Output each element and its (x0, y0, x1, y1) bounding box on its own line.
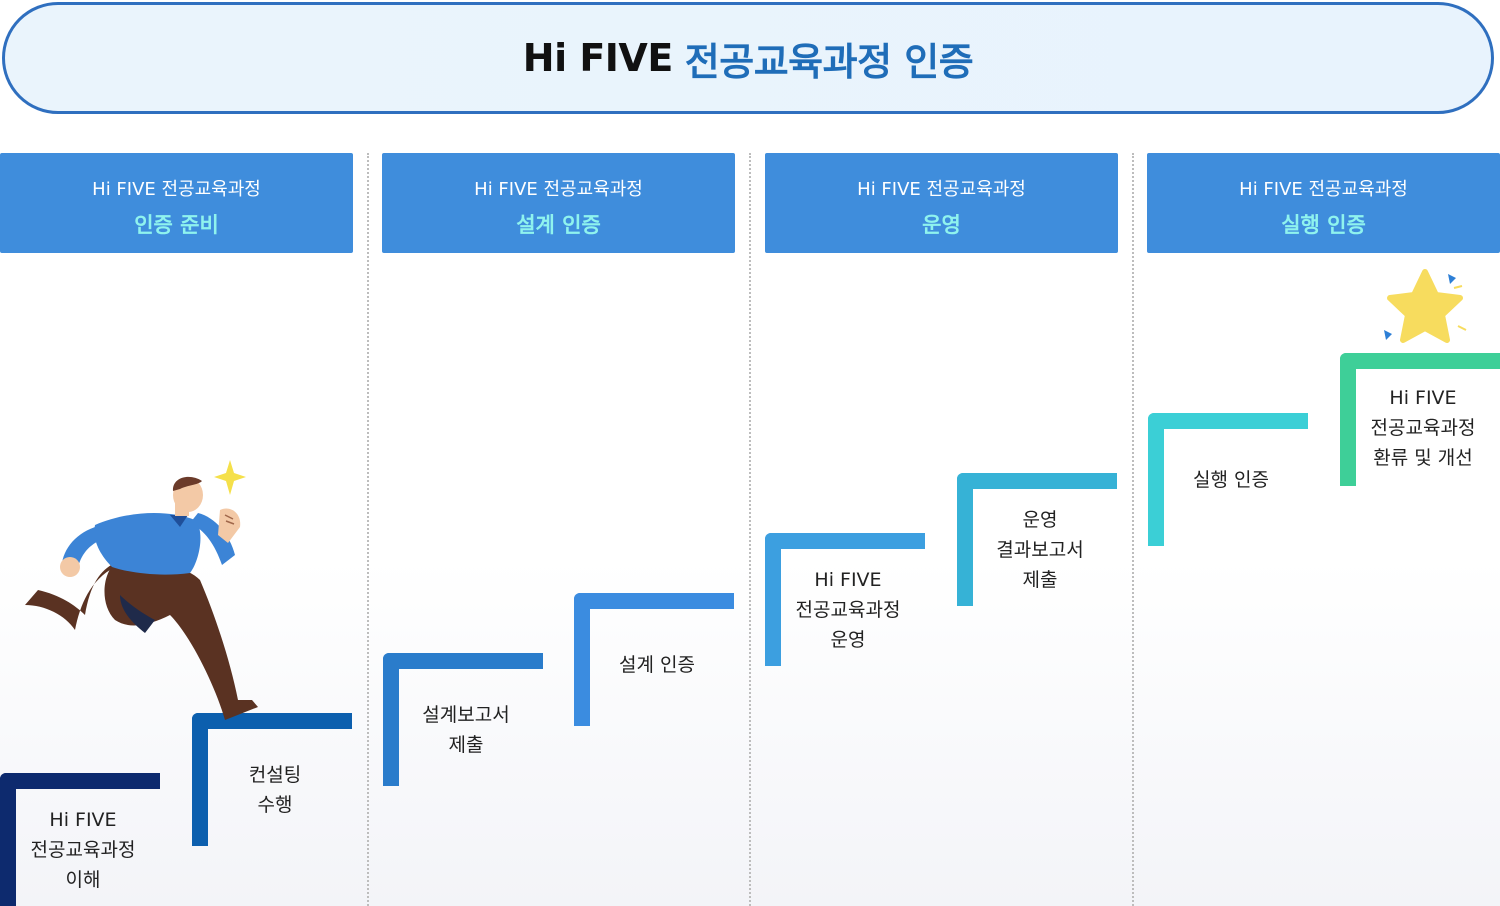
title-prefix: Hi FIVE (522, 36, 674, 80)
stage-title: 설계 인증 (516, 213, 601, 237)
page-title: Hi FIVE 전공교육과정 인증 (2, 2, 1494, 114)
step-bracket (957, 473, 1117, 606)
column-divider (1132, 153, 1134, 906)
step-label: 실행 인증 (1193, 469, 1269, 491)
runner-illustration (25, 460, 259, 720)
step-bracket (765, 533, 925, 666)
stage-box-design: Hi FIVE 전공교육과정 설계 인증 (382, 153, 735, 253)
step-bracket (1148, 413, 1308, 546)
step-bracket (574, 593, 734, 726)
stage-subtitle: Hi FIVE 전공교육과정 (92, 179, 261, 200)
stage-subtitle: Hi FIVE 전공교육과정 (1239, 179, 1408, 200)
step-label: 설계 인증 (619, 654, 695, 676)
step-bracket (0, 773, 160, 906)
stage-title: 인증 준비 (134, 213, 219, 237)
star-icon (1384, 269, 1467, 343)
stage-title: 운영 (922, 213, 961, 237)
step-bracket (1340, 353, 1500, 486)
title-main: 전공교육과정 인증 (684, 39, 974, 84)
stage-box-operate: Hi FIVE 전공교육과정 운영 (765, 153, 1118, 253)
stage-subtitle: Hi FIVE 전공교육과정 (857, 179, 1026, 200)
column-divider (749, 153, 751, 906)
stage-box-execute: Hi FIVE 전공교육과정 실행 인증 (1147, 153, 1500, 253)
stage-subtitle: Hi FIVE 전공교육과정 (474, 179, 643, 200)
sparkle-icon (214, 460, 246, 495)
stage-box-prepare: Hi FIVE 전공교육과정 인증 준비 (0, 153, 353, 253)
step-bracket (383, 653, 543, 786)
column-divider (367, 153, 369, 906)
stage-title: 실행 인증 (1281, 213, 1366, 237)
